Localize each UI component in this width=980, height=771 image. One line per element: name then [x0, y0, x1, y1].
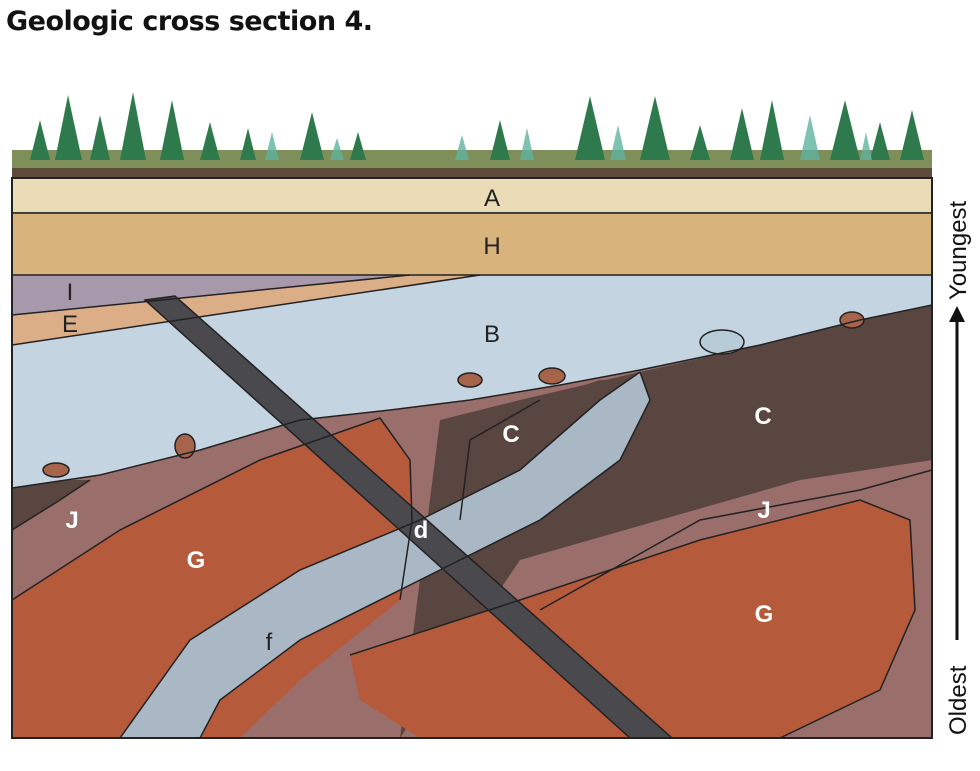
youngest-label: Youngest — [945, 200, 972, 300]
arrow-up-icon — [949, 306, 965, 322]
layer-g-left — [12, 418, 412, 738]
layer-a — [12, 178, 932, 214]
dike-d — [143, 295, 674, 738]
label-c-right: C — [754, 403, 771, 430]
oldest-label: Oldest — [945, 665, 972, 735]
section-frame — [11, 177, 933, 739]
forest-surface — [12, 92, 932, 178]
label-d: d — [414, 517, 429, 544]
label-e: E — [62, 311, 78, 338]
label-j-right: J — [757, 497, 770, 524]
page-title: Geologic cross section 4. — [6, 6, 373, 37]
label-b: B — [484, 321, 500, 348]
contacts — [12, 274, 932, 738]
pebbles — [42, 311, 865, 478]
label-i: I — [67, 279, 74, 306]
label-g-right: G — [755, 601, 774, 628]
age-axis: Youngest Oldest — [945, 200, 972, 735]
label-g-left: G — [187, 547, 206, 574]
layer-h — [12, 212, 932, 276]
label-f: f — [266, 629, 273, 656]
label-a: A — [484, 185, 500, 212]
label-h: H — [483, 233, 500, 260]
layer-g-right — [350, 500, 915, 738]
label-c-left: C — [502, 421, 519, 448]
label-j-left: J — [65, 507, 78, 534]
dike-f — [120, 372, 650, 738]
